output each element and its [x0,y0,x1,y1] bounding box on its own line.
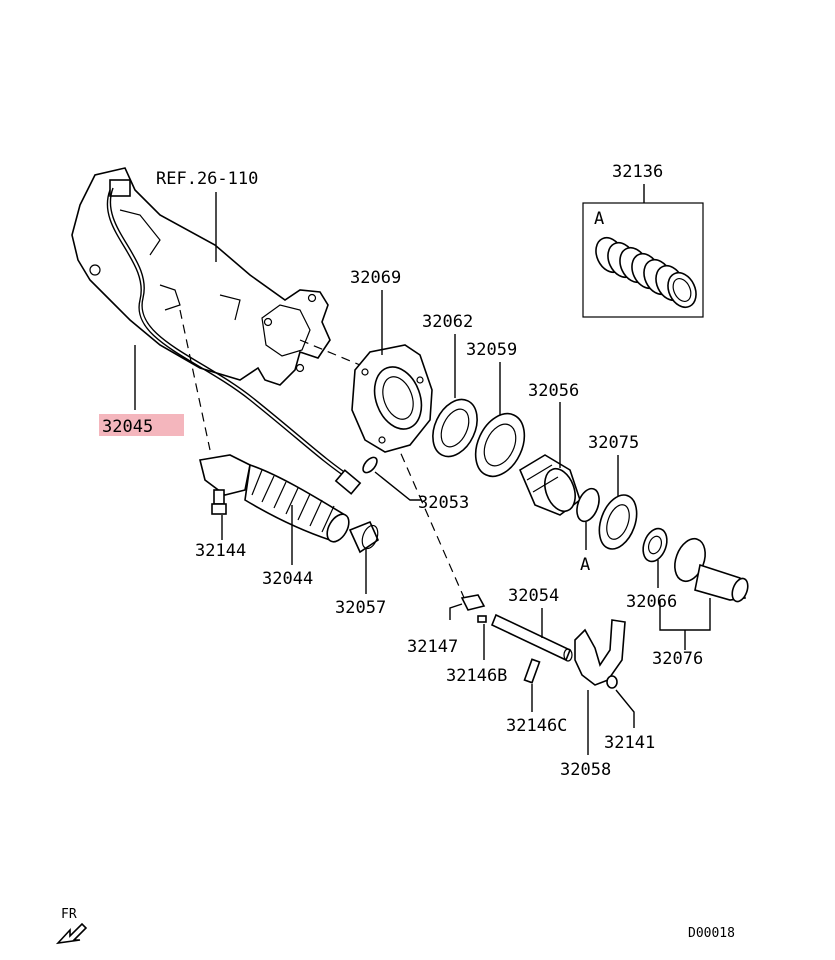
part-label-32056[interactable]: 32056 [528,381,579,401]
part-label-32147[interactable]: 32147 [407,637,458,657]
part-label-32069[interactable]: 32069 [350,268,401,288]
ref-label: REF.26-110 [156,169,258,189]
front-direction-marker: FR [55,907,88,945]
part-32066-bearing [642,527,668,563]
part-32069-housing [351,344,433,453]
part-32076-shaft [674,537,749,603]
synchronizer-ring-set [595,236,697,309]
part-label-32144[interactable]: 32144 [195,541,246,561]
part-label-32141[interactable]: 32141 [604,733,655,753]
part-32054-shift-rod [490,613,573,662]
part-label-32062[interactable]: 32062 [422,312,473,332]
part-label-32054[interactable]: 32054 [508,586,559,606]
part-label-32146C[interactable]: 32146C [506,716,567,736]
part-label-32058[interactable]: 32058 [560,760,611,780]
part-label-32053[interactable]: 32053 [418,493,469,513]
part-32044-actuator [199,454,350,543]
front-arrow-icon [55,922,88,945]
part-32141-clip [606,675,618,689]
front-marker-label: FR [61,907,77,922]
part-label-32059[interactable]: 32059 [466,340,517,360]
part-32059-seal [474,412,526,478]
part-label-32045[interactable]: 32045 [102,417,153,437]
callout-a-ring-label: A [580,555,590,575]
diagram-code: D00018 [688,926,735,941]
part-label-32045-highlight [99,414,184,436]
part-32147-bushing [460,594,486,611]
part-32146B-pin [477,615,487,623]
part-32056-sleeve [518,454,581,516]
part-32053-oring [362,456,378,474]
part-label-32146B[interactable]: 32146B [446,666,507,686]
snap-ring-a [576,487,600,523]
part-label-32044[interactable]: 32044 [262,569,313,589]
part-32057-bushing [348,520,380,554]
part-label-32075[interactable]: 32075 [588,433,639,453]
part-32058-shift-fork [574,619,626,686]
callout-a-box-label: A [594,209,604,229]
part-label-32076[interactable]: 32076 [652,649,703,669]
wire-harness-32045 [106,189,351,481]
part-32144-bolt [211,489,227,515]
part-32062-seal [432,398,478,458]
wire-connector [334,469,362,495]
part-32146C-roll-pin [523,658,541,684]
part-label-32136[interactable]: 32136 [612,162,663,182]
kit-box-32136 [582,184,704,318]
transfer-housing [71,167,331,386]
part-32075-gear [598,494,638,550]
part-label-32057[interactable]: 32057 [335,598,386,618]
part-label-32066[interactable]: 32066 [626,592,677,612]
